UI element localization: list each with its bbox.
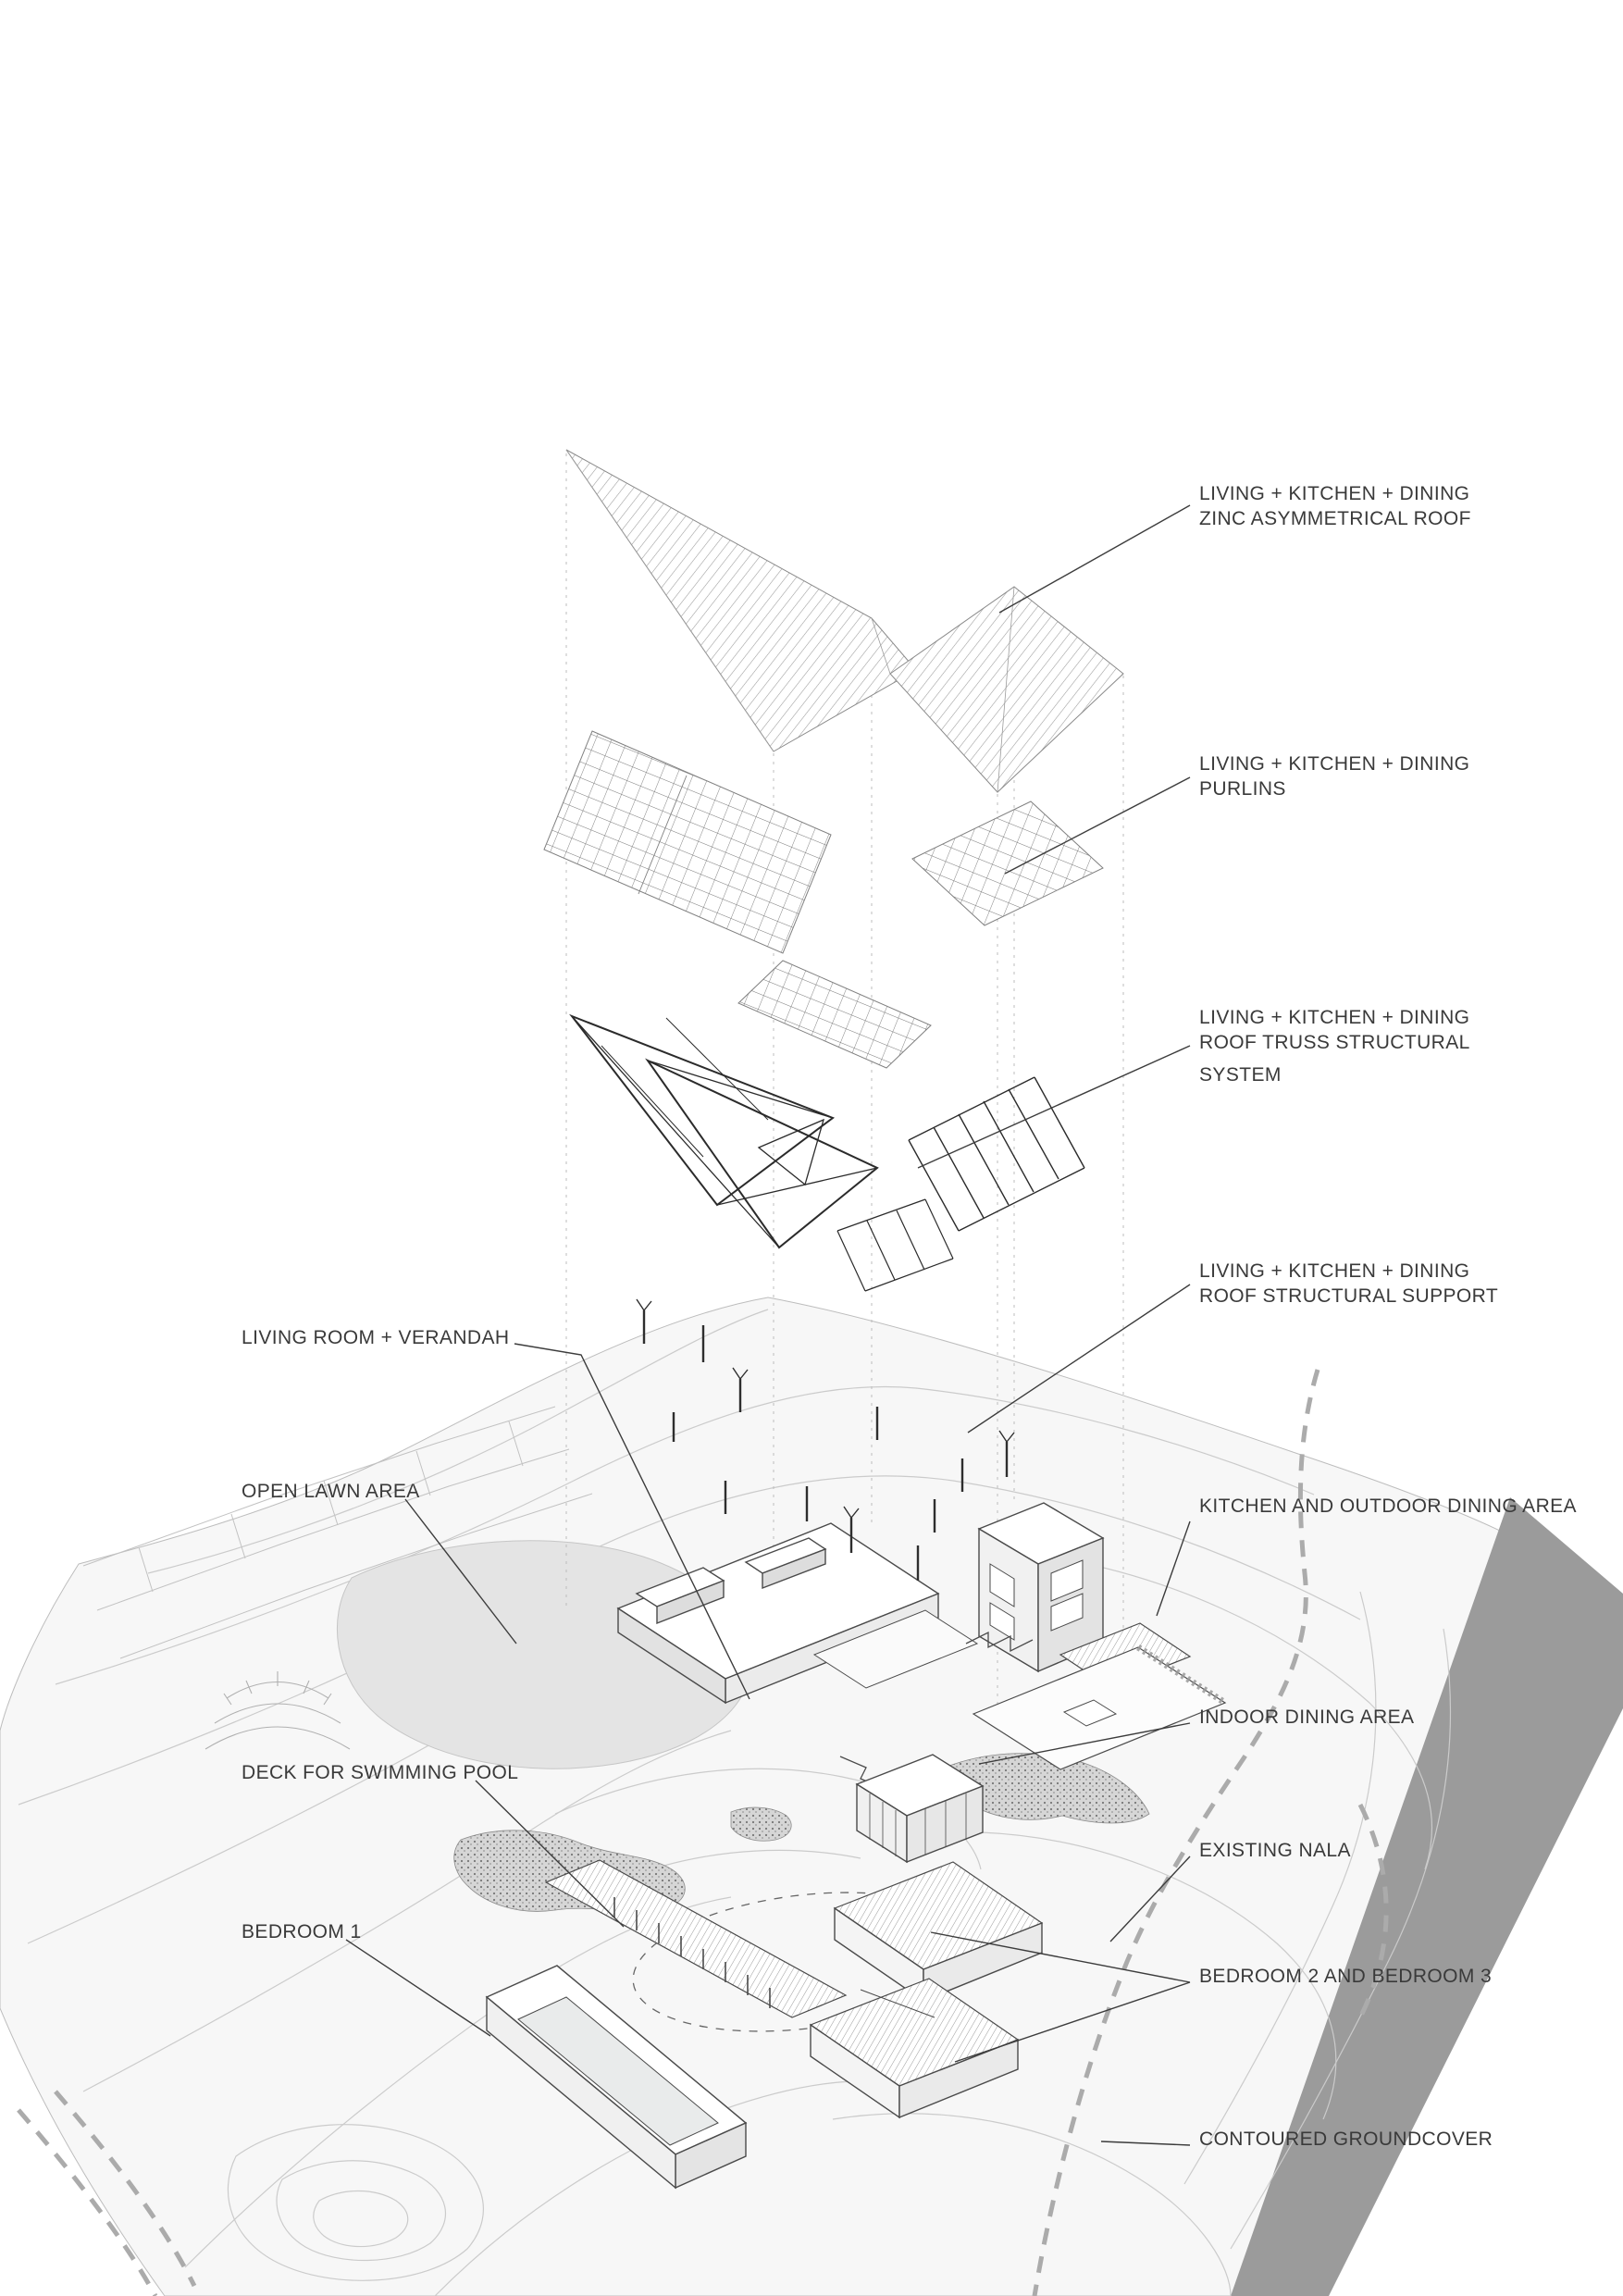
purlins-layer bbox=[543, 730, 1104, 1069]
leader-lines bbox=[345, 504, 1191, 2146]
leader-nala bbox=[1109, 1855, 1191, 1942]
label-bedroom23-line1: BEDROOM 2 AND BEDROOM 3 bbox=[1199, 1966, 1493, 1987]
label-purlins-line2: PURLINS bbox=[1199, 778, 1286, 800]
truss-ladder-lower bbox=[836, 1198, 954, 1292]
label-open-lawn-line1: OPEN LAWN AREA bbox=[242, 1481, 420, 1502]
label-truss-line2: ROOF TRUSS STRUCTURAL bbox=[1199, 1032, 1470, 1053]
leader-lawn bbox=[404, 1498, 517, 1644]
label-support-line2: ROOF STRUCTURAL SUPPORT bbox=[1199, 1285, 1499, 1307]
buildings bbox=[485, 1502, 1227, 2190]
label-indoor-dining-line1: INDOOR DINING AREA bbox=[1199, 1706, 1415, 1728]
label-purlins: LIVING + KITCHEN + DINING PURLINS bbox=[1199, 751, 1469, 801]
living-room-verandah bbox=[616, 1522, 979, 1835]
label-roof: LIVING + KITCHEN + DINING ZINC ASYMMETRI… bbox=[1199, 481, 1471, 531]
label-truss-line1: LIVING + KITCHEN + DINING bbox=[1199, 1007, 1470, 1028]
label-nala-line1: EXISTING NALA bbox=[1199, 1840, 1351, 1861]
label-bedroom23: BEDROOM 2 AND BEDROOM 3 bbox=[1199, 1964, 1492, 1989]
leader-bedroom1 bbox=[345, 1939, 491, 2037]
leader-roof bbox=[998, 504, 1191, 614]
label-purlins-line1: LIVING + KITCHEN + DINING bbox=[1199, 753, 1470, 775]
label-living-room-line1: LIVING ROOM + VERANDAH bbox=[242, 1327, 510, 1348]
label-bedroom1: BEDROOM 1 bbox=[242, 1919, 362, 1944]
zinc-roof-layer bbox=[565, 449, 1124, 793]
hill-hachure bbox=[204, 1671, 351, 1750]
label-support-line1: LIVING + KITCHEN + DINING bbox=[1199, 1260, 1470, 1282]
leader-purlins bbox=[1004, 776, 1191, 875]
label-groundcover-line1: CONTOURED GROUNDCOVER bbox=[1199, 2128, 1493, 2150]
dashed-road bbox=[17, 1369, 1389, 2296]
label-kitchen-outdoor-line1: KITCHEN AND OUTDOOR DINING AREA bbox=[1199, 1496, 1577, 1517]
colonnade-posts bbox=[613, 1897, 771, 2008]
label-support: LIVING + KITCHEN + DINING ROOF STRUCTURA… bbox=[1199, 1259, 1498, 1309]
label-nala: EXISTING NALA bbox=[1199, 1838, 1351, 1863]
bedroom-2-3 bbox=[809, 1861, 1044, 2119]
label-kitchen-outdoor: KITCHEN AND OUTDOOR DINING AREA bbox=[1199, 1494, 1577, 1519]
leader-groundcover bbox=[1100, 2141, 1191, 2146]
truss-ladder bbox=[908, 1076, 1085, 1232]
label-groundcover: CONTOURED GROUNDCOVER bbox=[1199, 2127, 1493, 2152]
leader-kitchen bbox=[1156, 1520, 1191, 1617]
label-pool-deck-line1: DECK FOR SWIMMING POOL bbox=[242, 1762, 519, 1783]
indoor-dining bbox=[855, 1754, 985, 1864]
roof-truss-system bbox=[569, 1013, 1085, 1292]
bedroom-1-pool bbox=[485, 1859, 848, 2190]
roof-structural-supports bbox=[636, 1298, 1015, 1581]
leader-support bbox=[967, 1284, 1191, 1433]
label-living-room: LIVING ROOM + VERANDAH bbox=[242, 1325, 509, 1350]
leader-living-room bbox=[514, 1343, 750, 1700]
label-roof-line2: ZINC ASYMMETRICAL ROOF bbox=[1199, 508, 1471, 529]
contoured-groundcover bbox=[0, 1297, 1623, 2296]
label-pool-deck: DECK FOR SWIMMING POOL bbox=[242, 1760, 518, 1785]
kitchen-windows bbox=[989, 1559, 1084, 1641]
kitchen-outdoor-dining bbox=[965, 1502, 1227, 1770]
leader-pool-deck bbox=[475, 1780, 625, 1928]
leader-bedroom23-b bbox=[954, 1981, 1191, 2063]
leader-indoor-dining bbox=[978, 1722, 1191, 1765]
leader-truss bbox=[917, 1045, 1191, 1169]
label-open-lawn: OPEN LAWN AREA bbox=[242, 1479, 420, 1504]
label-bedroom1-line1: BEDROOM 1 bbox=[242, 1921, 362, 1942]
leader-bedroom23-a bbox=[930, 1931, 1191, 1983]
label-roof-line1: LIVING + KITCHEN + DINING bbox=[1199, 483, 1470, 504]
label-indoor-dining: INDOOR DINING AREA bbox=[1199, 1705, 1414, 1730]
slope-band bbox=[1231, 1497, 1623, 2296]
label-truss-line3: SYSTEM bbox=[1199, 1064, 1282, 1086]
label-truss: LIVING + KITCHEN + DINING ROOF TRUSS STR… bbox=[1199, 1005, 1470, 1087]
terrace-lines bbox=[82, 1406, 593, 1659]
terrain-outline bbox=[0, 1297, 1532, 2296]
